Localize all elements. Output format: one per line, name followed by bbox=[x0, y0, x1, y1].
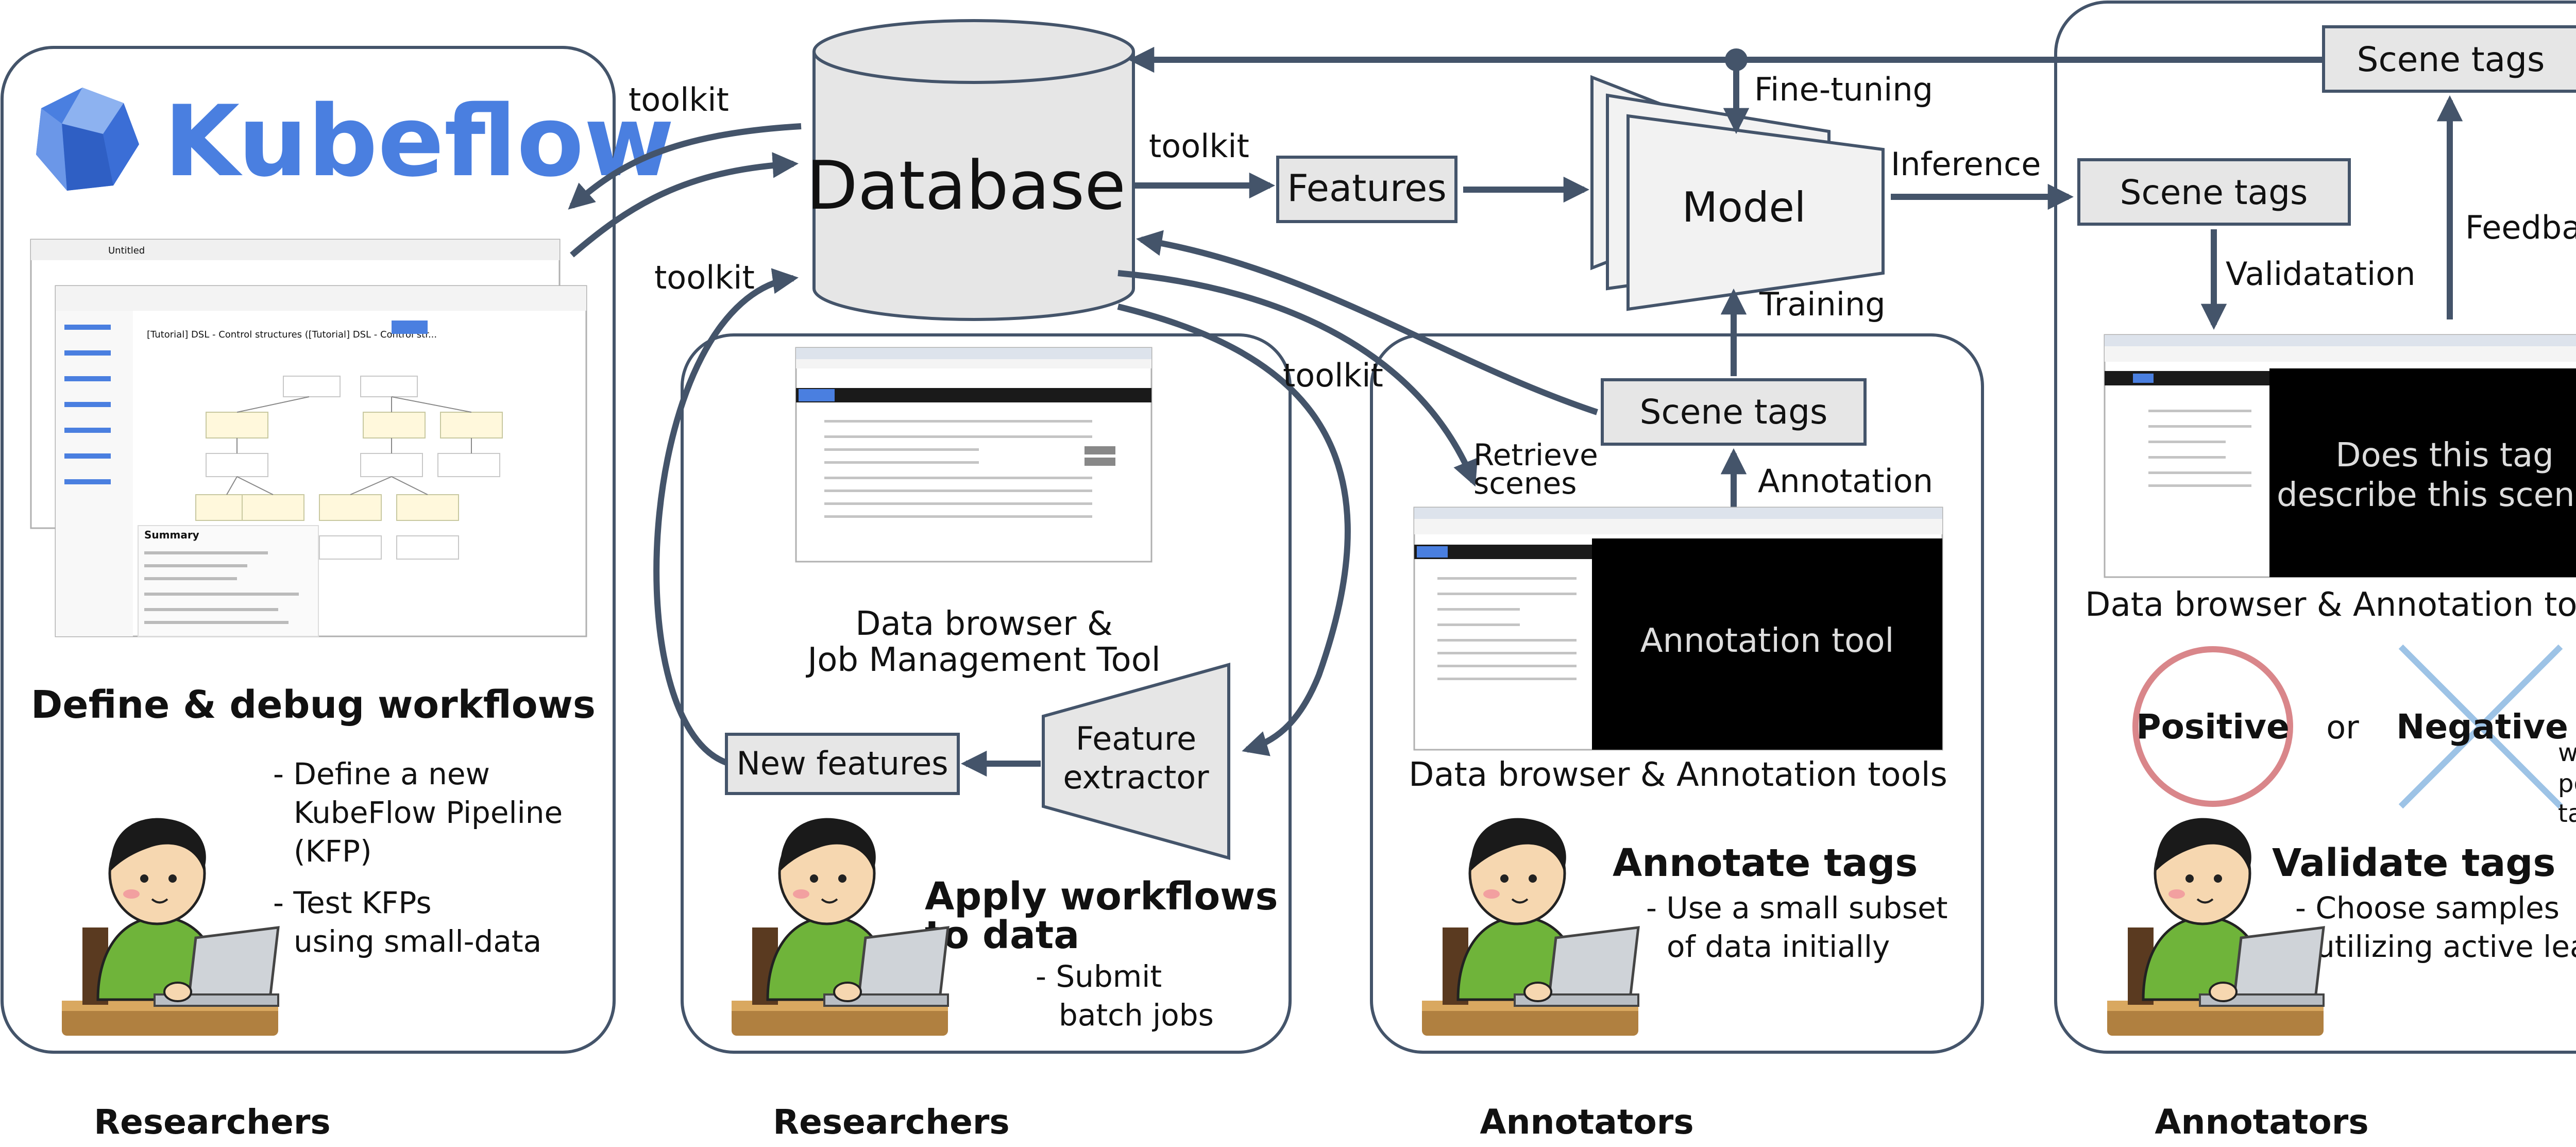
scene-tags-top-box bbox=[2322, 25, 2576, 93]
features-box bbox=[1276, 156, 1458, 223]
feature-extractor-shape bbox=[1042, 663, 1230, 860]
database-cylinder: Database bbox=[806, 19, 1135, 321]
researchers-label-2: Researchers bbox=[773, 1102, 1009, 1142]
define-bullet-4: - Test KFPs bbox=[273, 885, 432, 920]
annotate-tool-label: Data browser & Annotation tools bbox=[1409, 756, 1947, 794]
annotate-bullet-1: - Use a small subset bbox=[1646, 890, 1948, 925]
scene-tags-to-db-arrow bbox=[1136, 230, 1598, 415]
toolkit-label-extractor: toolkit bbox=[1283, 357, 1383, 394]
define-bullet-5: using small-data bbox=[294, 924, 541, 959]
db-to-extractor-arrow bbox=[1117, 303, 1351, 756]
database-label: Database bbox=[806, 146, 1126, 225]
negative-note-3: tag bbox=[2558, 799, 2576, 828]
annotation-tool-screen-text: Annotation tool bbox=[1640, 622, 1894, 660]
model-label: Model bbox=[1682, 183, 1806, 231]
define-bullet-2: KubeFlow Pipeline bbox=[294, 795, 563, 830]
inference-label: Inference bbox=[1891, 145, 2041, 183]
define-workflows-title: Define & debug workflows bbox=[31, 683, 596, 727]
validation-label: Validatation bbox=[2226, 255, 2415, 293]
scene-tags-annotate-label: Scene tags bbox=[1640, 392, 1828, 432]
annotation-label: Annotation bbox=[1758, 462, 1933, 500]
toolkit-label-kubeflow: toolkit bbox=[629, 81, 729, 119]
positive-circle bbox=[2132, 646, 2293, 807]
feature-extractor-label-1: Feature bbox=[1076, 720, 1196, 757]
negative-note-2: positiive bbox=[2558, 769, 2576, 798]
validate-bullet-2: utilizing active learning bbox=[2316, 929, 2576, 964]
annotators-label-2: Annotators bbox=[2155, 1102, 2368, 1142]
toolkit-label-db-features: toolkit bbox=[1149, 127, 1249, 165]
define-workflows-bullets: - Define a new KubeFlow Pipeline (KFP) -… bbox=[273, 756, 563, 959]
feedback-label: Feedback bbox=[2465, 209, 2576, 246]
features-label: Features bbox=[1287, 166, 1447, 210]
jupyter-title: Untitled bbox=[108, 245, 145, 256]
job-tool-label-1: Data browser & bbox=[855, 605, 1112, 643]
validate-bullet-1: - Choose samples bbox=[2295, 890, 2560, 925]
db-to-retrieve-arrow bbox=[1117, 270, 1478, 487]
define-bullet-3: (KFP) bbox=[294, 834, 372, 869]
new-features-to-db-arrow bbox=[653, 268, 799, 766]
scene-tags-mid-label: Scene tags bbox=[2120, 173, 2308, 212]
retrieve-scenes-label-2: scenes bbox=[1473, 466, 1577, 501]
negative-note-1: with a bbox=[2558, 738, 2576, 767]
apply-workflows-title-2: to data bbox=[925, 913, 1079, 957]
toolkit-label-new-features: toolkit bbox=[654, 259, 755, 296]
db-to-kubeflow-arrow bbox=[568, 123, 802, 210]
define-bullet-1: - Define a new bbox=[273, 756, 490, 791]
apply-bullet-1: - Submit bbox=[1036, 959, 1162, 994]
new-features-box bbox=[725, 733, 960, 795]
validation-screen-text-2: describe this scene? bbox=[2277, 476, 2576, 514]
positive-label: Positive bbox=[2136, 707, 2290, 747]
model-block: Model bbox=[1590, 75, 1885, 311]
negative-label: Negative bbox=[2396, 707, 2568, 747]
kubeflow-logo-text: Kubeflow bbox=[164, 85, 674, 198]
or-label: or bbox=[2326, 709, 2359, 746]
annotators-label-1: Annotators bbox=[1480, 1102, 1693, 1142]
feature-extractor-label-2: extractor bbox=[1063, 758, 1209, 796]
validation-tool-screenshot: Does this tag describe this scene? bbox=[2104, 334, 2576, 578]
validation-screen-text-1: Does this tag bbox=[2335, 436, 2554, 475]
researchers-label-1: Researchers bbox=[94, 1102, 330, 1142]
kubeflow-logo-icon bbox=[36, 88, 139, 191]
kubeflow-logo: Kubeflow bbox=[36, 85, 674, 198]
kubeflow-summary: Summary bbox=[144, 529, 199, 541]
kubeflow-to-db-arrow bbox=[570, 152, 799, 258]
validate-tool-label: Data browser & Annotation tools bbox=[2085, 586, 2576, 624]
annotate-bullet-2: of data initially bbox=[1667, 929, 1890, 964]
job-management-screenshot bbox=[795, 347, 1153, 563]
annotate-tags-title: Annotate tags bbox=[1613, 841, 1918, 885]
kubeflow-breadcrumb: [Tutorial] DSL - Control structures ([Tu… bbox=[147, 329, 437, 340]
scene-tags-top-label: Scene tags bbox=[2357, 40, 2545, 79]
apply-bullet-2: batch jobs bbox=[1059, 998, 1214, 1033]
negative-cross-icon bbox=[2398, 644, 2563, 809]
fine-tuning-label: Fine-tuning bbox=[1754, 71, 1933, 108]
annotation-tool-screenshot: Annotation tool bbox=[1413, 507, 1943, 751]
scene-tags-mid-box bbox=[2077, 158, 2351, 226]
validate-tags-title: Validate tags bbox=[2272, 841, 2555, 885]
job-tool-label-2: Job Management Tool bbox=[805, 641, 1160, 679]
retrieve-scenes-label-1: Retrieve bbox=[1473, 437, 1598, 473]
new-features-label: New features bbox=[736, 745, 948, 782]
scene-tags-annotate-box bbox=[1601, 378, 1867, 446]
training-label: Training bbox=[1759, 285, 1886, 323]
kubeflow-pipeline-screenshot: Untitled [Tutorial] DSL - Control struct… bbox=[30, 239, 587, 637]
apply-workflows-title-1: Apply workflows bbox=[925, 874, 1278, 919]
